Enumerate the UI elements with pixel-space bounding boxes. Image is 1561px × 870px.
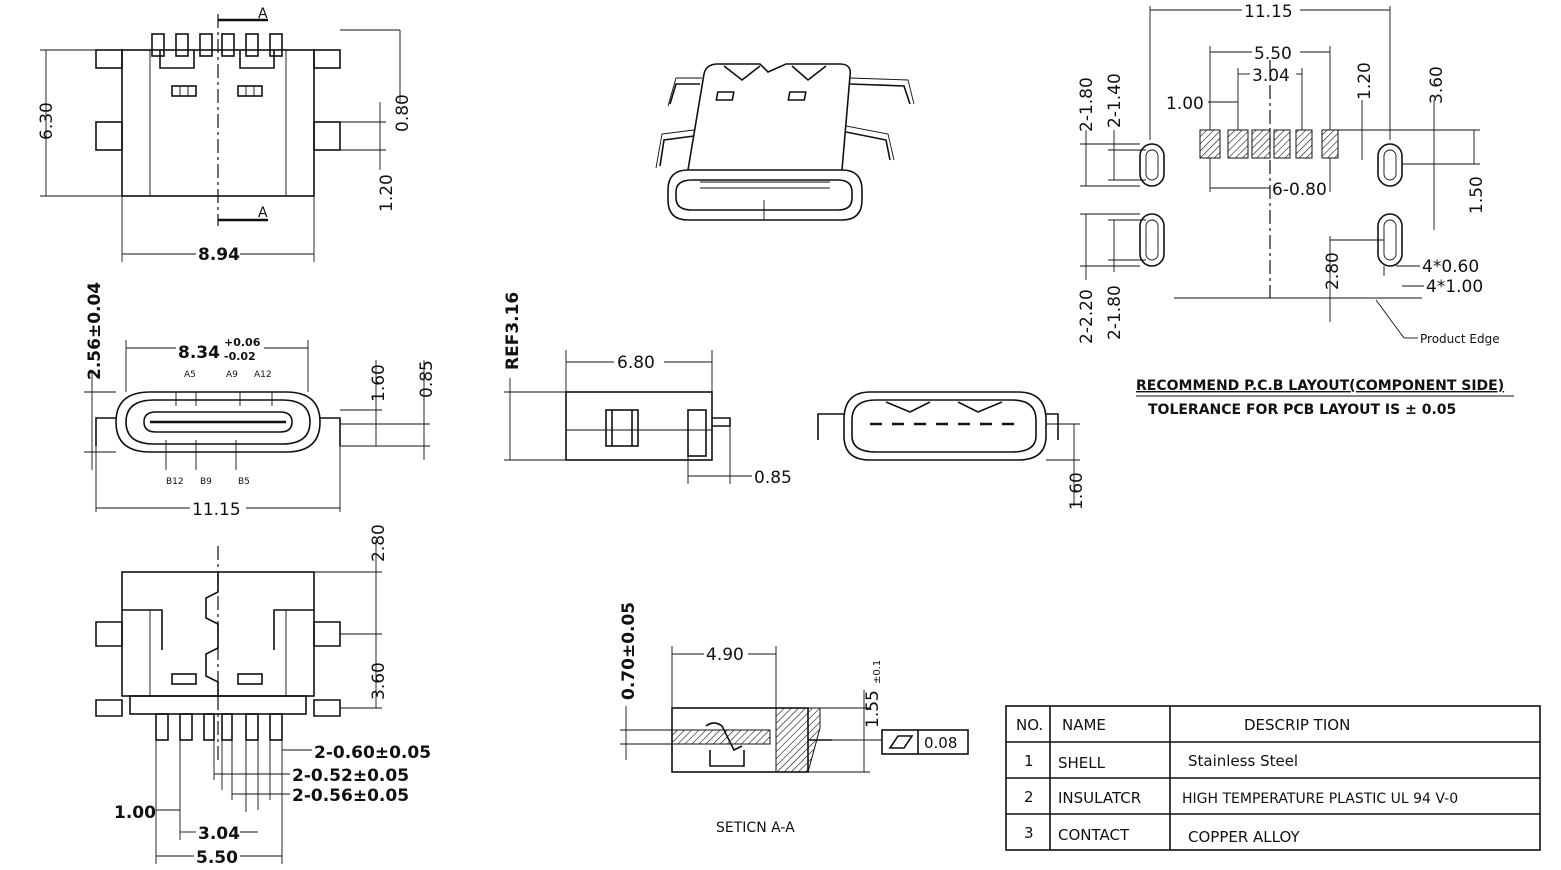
- bottom-view: 2.80 3.60 2-0.60±0.05 2-0.52±0.05 2-0.56…: [95, 524, 431, 868]
- pcb-dim-5-50: 5.50: [1254, 44, 1292, 64]
- dim-opening-tol-plus: +0.06: [224, 336, 261, 349]
- pcb-dim-3-04: 3.04: [1252, 66, 1290, 86]
- bom-row-3-desc: COPPER ALLOY: [1188, 828, 1300, 846]
- pcb-dim-2-220: 2-2.20: [1077, 289, 1097, 344]
- dim-opening-base: 8.34: [178, 343, 220, 363]
- pcb-dim-2-180: 2-1.80: [1077, 77, 1097, 132]
- side-view: REF3.16 6.80 0.85: [503, 292, 792, 488]
- front-small-view: 1.60: [817, 391, 1087, 510]
- bom-header-no: NO.: [1016, 716, 1043, 734]
- front-view: A5 A9 A12 B12 B9 B5 8.34 +0.06 -0.02 2.5…: [84, 282, 437, 520]
- dim-side-length: 6.80: [617, 353, 655, 373]
- dim-pin-a: 2-0.60±0.05: [314, 743, 431, 763]
- pcb-slot-top-right: [1377, 143, 1403, 187]
- bom-row-1-desc: Stainless Steel: [1188, 752, 1298, 770]
- dim-section-len: 4.90: [706, 645, 744, 665]
- pcb-slot-top-left: [1139, 143, 1165, 187]
- pcb-slot-bottom-left: [1139, 213, 1165, 267]
- pcb-pad-row: [1199, 129, 1339, 159]
- dim-section-side-tol: ±0.1: [872, 660, 883, 684]
- section-mark-bottom: A: [258, 205, 268, 221]
- pcb-dim-2-140: 2-1.40: [1105, 73, 1125, 128]
- dim-height: 6.30: [37, 102, 57, 140]
- side-view-body: [565, 391, 713, 461]
- pin-label-bottom-1: B12: [166, 477, 184, 487]
- flatness-value: 0.08: [924, 734, 957, 752]
- pin-label-top-2: A9: [226, 370, 238, 380]
- pcb-dim-6-080: 6-0.80: [1272, 180, 1327, 200]
- pcb-dim-1-50: 1.50: [1467, 176, 1487, 214]
- pcb-dim-11-15: 11.15: [1244, 2, 1293, 22]
- bom-table: NO. NAME DESCRIP TION 1 SHELL Stainless …: [1005, 705, 1541, 851]
- dim-tab: 0.80: [393, 94, 413, 132]
- pcb-dim-2-180b: 2-1.80: [1105, 285, 1125, 340]
- bom-header-desc: DESCRIP TION: [1244, 716, 1350, 734]
- dim-thickness: 2.56±0.04: [85, 282, 105, 380]
- dim-0-85-front: 0.85: [417, 360, 437, 398]
- pin-label-bottom-2: B9: [200, 477, 212, 487]
- bom-row-2-no: 2: [1024, 788, 1034, 806]
- dim-pin-b: 2-0.52±0.05: [292, 766, 409, 786]
- bom-row-3-no: 3: [1024, 824, 1034, 842]
- pin-label-top-1: A5: [184, 370, 196, 380]
- pin-label-top-3: A12: [254, 370, 272, 380]
- dim-5-50-bottom: 5.50: [196, 848, 238, 868]
- dim-opening-tol-minus: -0.02: [224, 350, 256, 363]
- pcb-dim-2-80: 2.80: [1323, 252, 1343, 290]
- bom-header-name: NAME: [1062, 716, 1106, 734]
- pin-label-bottom-3: B5: [238, 477, 250, 487]
- pcb-dim-1-00: 1.00: [1166, 94, 1204, 114]
- section-aa: 0.70±0.05 4.90 1.55 ±0.1 0.08 SETICN A-A: [619, 602, 969, 836]
- pcb-layout-tolerance: TOLERANCE FOR PCB LAYOUT IS ± 0.05: [1148, 402, 1456, 418]
- dim-front-small-1-60: 1.60: [1067, 472, 1087, 510]
- bom-row-1-no: 1: [1024, 752, 1034, 770]
- dim-1-60-front: 1.60: [369, 364, 389, 402]
- dim-3-04-bottom: 3.04: [198, 824, 240, 844]
- pcb-dim-4-060: 4*0.60: [1422, 257, 1479, 277]
- dim-side-085: 0.85: [754, 468, 792, 488]
- dim-overall: 11.15: [192, 500, 241, 520]
- front-small-shell: [843, 391, 1047, 461]
- dim-section-side: 1.55: [863, 690, 883, 728]
- isometric-view: [655, 63, 915, 221]
- dim-ref: REF3.16: [503, 292, 523, 370]
- dim-2-80-bottom: 2.80: [369, 524, 389, 562]
- dim-section-thick: 0.70±0.05: [619, 602, 639, 700]
- bom-row-2-desc: HIGH TEMPERATURE PLASTIC UL 94 V-0: [1182, 791, 1458, 807]
- section-mark-top: A: [258, 6, 268, 22]
- pcb-layout-title: RECOMMEND P.C.B LAYOUT(COMPONENT SIDE): [1136, 378, 1504, 394]
- dim-tab-gap: 1.20: [377, 174, 397, 212]
- front-view-shell: [115, 391, 321, 453]
- dim-pin-c: 2-0.56±0.05: [292, 786, 409, 806]
- dim-3-60-bottom: 3.60: [369, 662, 389, 700]
- pcb-dim-3-60: 3.60: [1427, 66, 1447, 104]
- pcb-dim-1-20: 1.20: [1355, 62, 1375, 100]
- top-view: A A 6.30 8.94 0.80 1.20: [37, 6, 413, 265]
- dim-1-00-bottom: 1.00: [114, 803, 156, 823]
- bom-row-1-name: SHELL: [1058, 754, 1106, 772]
- pcb-product-edge: Product Edge: [1420, 332, 1500, 346]
- dim-width: 8.94: [198, 245, 240, 265]
- pcb-dim-4-100: 4*1.00: [1426, 277, 1483, 297]
- bom-row-2-name: INSULATCR: [1058, 789, 1141, 807]
- bom-row-3-name: CONTACT: [1058, 826, 1130, 844]
- section-caption: SETICN A-A: [716, 820, 795, 836]
- pcb-layout: 11.15 5.50 3.04 1.00 2-1.80 2-1.40 2-2.2…: [1077, 2, 1514, 418]
